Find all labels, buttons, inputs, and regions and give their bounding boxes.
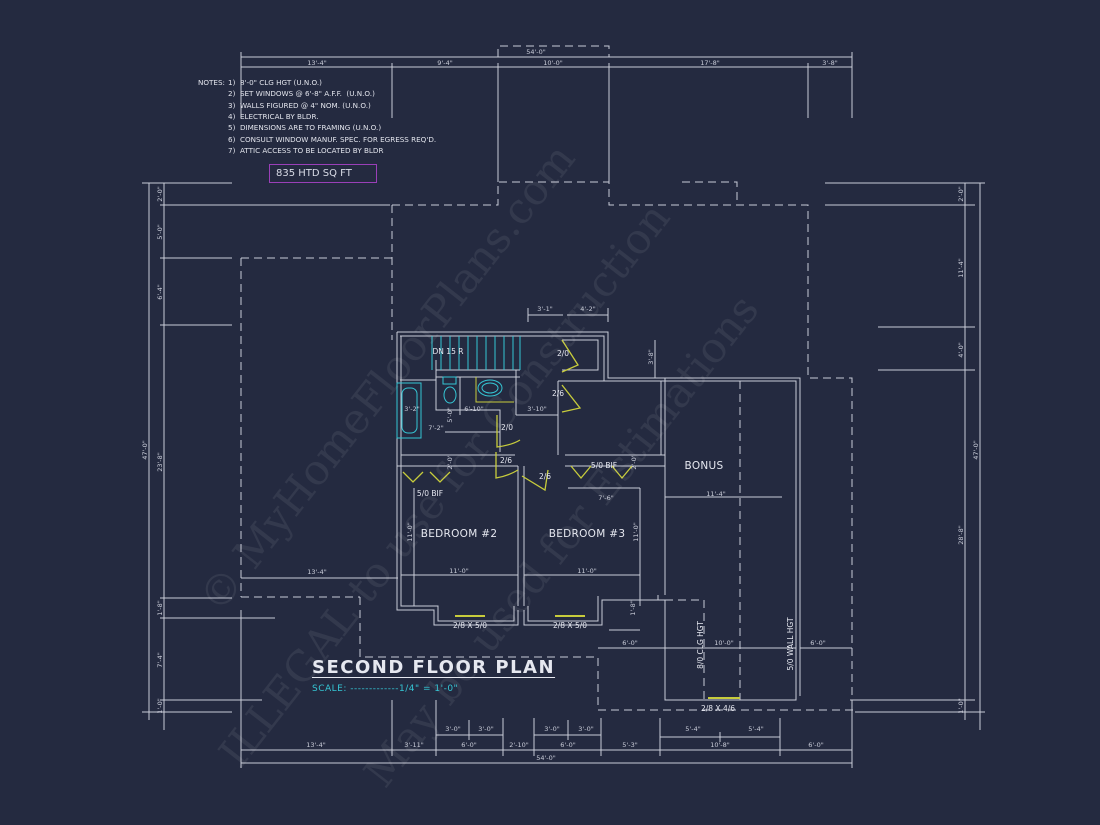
svg-text:2/6: 2/6: [539, 472, 551, 481]
scale-leader: -------------: [350, 684, 399, 694]
svg-text:1'-8": 1'-8": [629, 600, 637, 615]
svg-text:10'-0": 10'-0": [543, 59, 563, 67]
svg-text:3'-2": 3'-2": [404, 405, 419, 413]
svg-text:54'-0": 54'-0": [526, 48, 546, 56]
toilet: [443, 386, 457, 404]
heated-area-box: 835 HTD SQ FT: [269, 164, 377, 183]
svg-text:3'-0": 3'-0": [578, 725, 593, 733]
svg-text:1'-8": 1'-8": [156, 600, 164, 615]
svg-text:17'-8": 17'-8": [700, 59, 720, 67]
svg-text:28'-8": 28'-8": [957, 525, 965, 545]
svg-text:4'-2": 4'-2": [580, 305, 595, 313]
notes-heading: NOTES:: [198, 78, 225, 87]
note-item: 7) ATTIC ACCESS TO BE LOCATED BY BLDR: [228, 145, 384, 155]
svg-text:3'-0": 3'-0": [478, 725, 493, 733]
svg-text:9'-4": 9'-4": [437, 59, 452, 67]
svg-text:3'-0": 3'-0": [544, 725, 559, 733]
svg-text:47'-0": 47'-0": [972, 440, 980, 460]
svg-text:5'-4": 5'-4": [748, 725, 763, 733]
svg-text:5'-4": 5'-4": [685, 725, 700, 733]
dimension-labels: 54'-0" 13'-4" 9'-4" 10'-0" 17'-8" 3'-8" …: [141, 48, 980, 762]
svg-text:5'-0": 5'-0": [446, 407, 454, 422]
svg-text:10'-0": 10'-0": [714, 639, 734, 647]
svg-text:2'-0": 2'-0": [957, 186, 965, 201]
svg-text:11'-0": 11'-0": [632, 522, 640, 542]
note-item: 2) SET WINDOWS @ 6'-8" A.F.F. (U.N.O.): [228, 89, 375, 99]
svg-text:2'-0": 2'-0": [446, 454, 454, 469]
sink: [477, 379, 503, 397]
svg-text:3'-11": 3'-11": [404, 741, 424, 749]
svg-text:11'-4": 11'-4": [706, 490, 726, 498]
svg-text:7'-2": 7'-2": [428, 424, 443, 432]
watermark: © MyHomeFloorPlans.com ILLEGAL to use fo…: [189, 135, 768, 797]
svg-text:11'-4": 11'-4": [957, 258, 965, 278]
svg-text:2/8 X 4/6: 2/8 X 4/6: [701, 704, 735, 713]
svg-text:6'-0": 6'-0": [461, 741, 476, 749]
svg-text:5/0 BIF: 5/0 BIF: [417, 489, 443, 498]
general-notes: NOTES: 1) 8'-0" CLG HGT (U.N.O.) 2) SET …: [198, 77, 436, 179]
doors: [402, 339, 740, 699]
svg-text:2'-0": 2'-0": [156, 186, 164, 201]
svg-text:5'-3": 5'-3": [622, 741, 637, 749]
svg-text:5'-0": 5'-0": [156, 224, 164, 239]
windows: [455, 615, 740, 699]
svg-text:13'-4": 13'-4": [307, 568, 327, 576]
svg-text:5/0 WALL HGT: 5/0 WALL HGT: [786, 617, 795, 671]
svg-text:6'-0": 6'-0": [560, 741, 575, 749]
svg-text:54'-0": 54'-0": [536, 754, 556, 762]
room-bonus: BONUS: [685, 460, 724, 472]
svg-text:2/6: 2/6: [500, 456, 512, 465]
svg-text:4'-0": 4'-0": [957, 342, 965, 357]
svg-text:2/6: 2/6: [552, 389, 564, 398]
svg-text:2'-10": 2'-10": [509, 741, 529, 749]
svg-text:3'-1": 3'-1": [537, 305, 552, 313]
room-bedroom-3: BEDROOM #3: [549, 528, 626, 540]
svg-text:3'-0": 3'-0": [445, 725, 460, 733]
svg-text:8/0 CLG HGT: 8/0 CLG HGT: [696, 621, 705, 669]
svg-text:6'-4": 6'-4": [156, 284, 164, 299]
stair-label: DN 15 R: [433, 347, 464, 356]
svg-text:3'-8": 3'-8": [647, 349, 655, 364]
svg-text:6'-0": 6'-0": [810, 639, 825, 647]
svg-text:7'-6": 7'-6": [598, 494, 613, 502]
svg-text:3'-10": 3'-10": [527, 405, 547, 413]
svg-text:2/0: 2/0: [557, 349, 569, 358]
note-item: 5) DIMENSIONS ARE TO FRAMING (U.N.O.): [228, 123, 382, 133]
svg-text:10'-8": 10'-8": [710, 741, 730, 749]
svg-text:2/8 X 5/0: 2/8 X 5/0: [453, 621, 487, 630]
note-item: 1) 8'-0" CLG HGT (U.N.O.): [228, 78, 322, 87]
svg-text:23'-8": 23'-8": [156, 452, 164, 472]
plumbing-fixtures: [396, 336, 521, 439]
note-item: 4) ELECTRICAL BY BLDR.: [228, 111, 319, 121]
linework: [142, 45, 985, 768]
svg-text:47'-0": 47'-0": [141, 440, 149, 460]
svg-text:2'-0": 2'-0": [630, 454, 638, 469]
room-labels: BEDROOM #2 BEDROOM #3 BONUS DN 15 R 5/0 …: [417, 347, 795, 713]
scale-value: 1/4" = 1'-0": [398, 684, 459, 694]
svg-text:2/8 X 5/0: 2/8 X 5/0: [553, 621, 587, 630]
svg-text:1'-0": 1'-0": [957, 698, 965, 713]
bathtub: [396, 382, 422, 439]
svg-text:5/0 BIF: 5/0 BIF: [591, 461, 617, 470]
svg-text:6'-10": 6'-10": [464, 405, 484, 413]
svg-text:11'-0": 11'-0": [406, 522, 414, 542]
svg-text:11'-0": 11'-0": [449, 567, 469, 575]
svg-text:13'-4": 13'-4": [307, 59, 327, 67]
drawing-scale: SCALE: -------------1/4" = 1'-0": [312, 684, 458, 694]
drawing-title: SECOND FLOOR PLAN: [312, 657, 556, 678]
svg-text:6'-0": 6'-0": [808, 741, 823, 749]
svg-text:13'-4": 13'-4": [306, 741, 326, 749]
svg-text:6'-0": 6'-0": [622, 639, 637, 647]
room-bedroom-2: BEDROOM #2: [421, 528, 498, 540]
svg-text:2/0: 2/0: [501, 423, 513, 432]
note-item: 3) WALLS FIGURED @ 4" NOM. (U.N.O.): [228, 100, 371, 110]
svg-text:11'-0": 11'-0": [577, 567, 597, 575]
svg-text:1'-0": 1'-0": [156, 698, 164, 713]
svg-text:7'-4": 7'-4": [156, 652, 164, 667]
svg-text:3'-8": 3'-8": [822, 59, 837, 67]
note-item: 6) CONSULT WINDOW MANUF. SPEC. FOR EGRES…: [228, 134, 437, 144]
scale-label: SCALE:: [312, 684, 347, 694]
stair-treads: [431, 336, 521, 370]
